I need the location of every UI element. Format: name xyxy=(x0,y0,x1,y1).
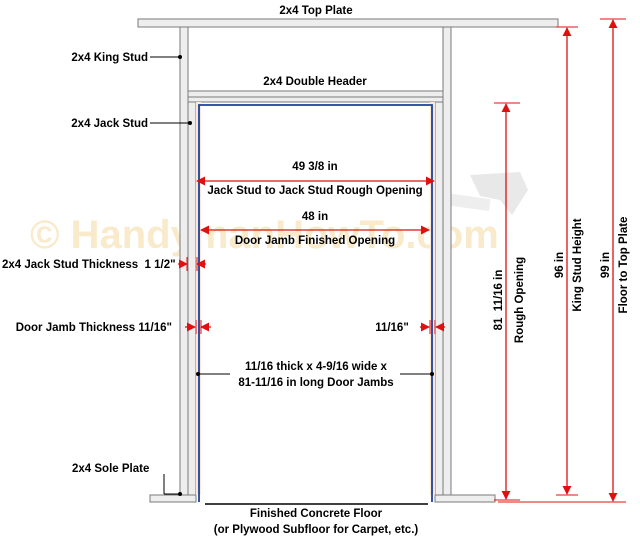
jack-stud-label: 2x4 Jack Stud xyxy=(71,118,148,130)
finished-width-value: 48 in xyxy=(302,211,328,223)
top-plate-label: 2x4 Top Plate xyxy=(279,5,352,17)
finished-width-text: Door Jamb Finished Opening xyxy=(235,235,395,247)
double-header-label: 2x4 Double Header xyxy=(263,76,367,88)
watermark: © HandymanHowTo.com xyxy=(30,213,499,257)
sole-plate-left xyxy=(149,494,197,503)
labels: 2x4 Top Plate 2x4 King Stud 2x4 Double H… xyxy=(2,5,630,536)
double-header-lower xyxy=(187,96,444,103)
king-stud-right xyxy=(442,26,452,496)
sole-plate-right xyxy=(434,494,496,503)
floor-label-line2: (or Plywood Subfloor for Carpet, etc.) xyxy=(214,524,419,536)
rough-height-text: Rough Opening xyxy=(514,257,526,343)
king-height-value: 96 in xyxy=(554,252,566,278)
door-jambs xyxy=(196,102,435,502)
jamb-desc-line2: 81-11/16 in long Door Jambs xyxy=(238,377,393,389)
jack-stud-right xyxy=(434,101,444,496)
floor-label-line1: Finished Concrete Floor xyxy=(250,508,383,520)
king-stud-label: 2x4 King Stud xyxy=(71,52,148,64)
jamb-thickness-left-label: Door Jamb Thickness 11/16" xyxy=(16,322,172,334)
jack-thickness-label: 2x4 Jack Stud Thickness 1 1/2" xyxy=(2,259,176,271)
sole-plate-label: 2x4 Sole Plate xyxy=(72,463,149,475)
top-plate xyxy=(137,18,559,28)
dimension-lines xyxy=(178,18,626,503)
jack-stud-left xyxy=(187,101,197,496)
king-height-text: King Stud Height xyxy=(572,218,584,311)
double-header xyxy=(187,90,444,98)
jamb-thickness-right-label: 11/16" xyxy=(375,322,409,334)
total-height-text: Floor to Top Plate xyxy=(618,217,630,314)
jamb-desc-line1: 11/16 thick x 4-9/16 wide x xyxy=(245,361,388,373)
rough-width-value: 49 3/8 in xyxy=(292,161,337,173)
rough-width-text: Jack Stud to Jack Stud Rough Opening xyxy=(207,185,422,197)
jamb-head-edge xyxy=(198,104,433,502)
total-height-value: 99 in xyxy=(600,252,612,278)
rough-height-value: 81 11/16 in xyxy=(493,270,505,331)
leader-lines xyxy=(150,55,434,496)
